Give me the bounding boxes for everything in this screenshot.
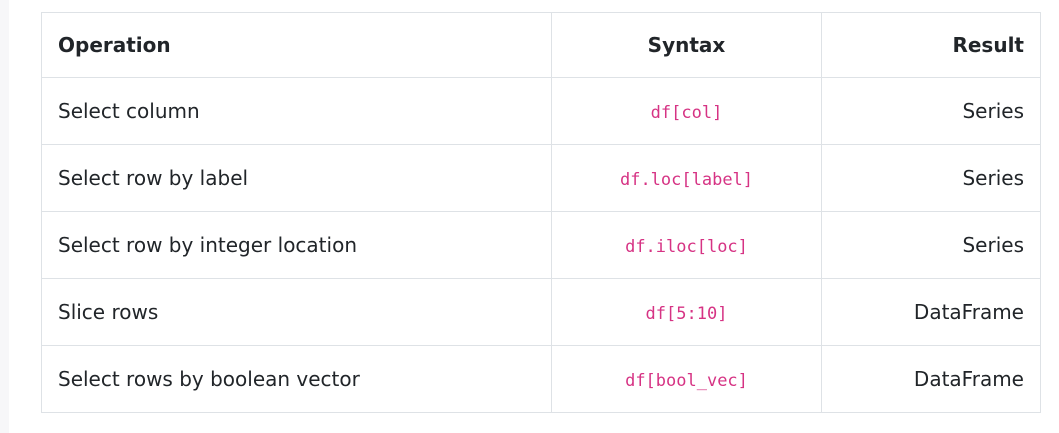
cell-operation: Select column	[41, 77, 552, 145]
table-row: Select row by integer location df.iloc[l…	[41, 211, 1041, 279]
table-header: Operation Syntax Result	[41, 12, 1041, 78]
syntax-code: df[col]	[650, 103, 723, 123]
indexing-table: Operation Syntax Result Select column df…	[41, 12, 1041, 413]
header-syntax: Syntax	[551, 12, 822, 78]
cell-syntax: df[5:10]	[551, 278, 822, 346]
cell-result: Series	[821, 211, 1041, 279]
cell-result: DataFrame	[821, 278, 1041, 346]
page-margin-strip	[0, 0, 9, 433]
cell-result: DataFrame	[821, 345, 1041, 413]
table-body: Select column df[col] Series Select row …	[41, 77, 1041, 413]
table-row: Select column df[col] Series	[41, 77, 1041, 145]
cell-operation: Select rows by boolean vector	[41, 345, 552, 413]
indexing-table-container: Operation Syntax Result Select column df…	[41, 12, 1041, 413]
cell-syntax: df[bool_vec]	[551, 345, 822, 413]
cell-syntax: df.loc[label]	[551, 144, 822, 212]
cell-syntax: df[col]	[551, 77, 822, 145]
table-row: Select row by label df.loc[label] Series	[41, 144, 1041, 212]
syntax-code: df[bool_vec]	[625, 371, 748, 391]
table-row: Select rows by boolean vector df[bool_ve…	[41, 345, 1041, 413]
syntax-code: df.loc[label]	[619, 170, 754, 190]
cell-result: Series	[821, 77, 1041, 145]
cell-result: Series	[821, 144, 1041, 212]
cell-operation: Select row by integer location	[41, 211, 552, 279]
cell-operation: Slice rows	[41, 278, 552, 346]
table-row: Slice rows df[5:10] DataFrame	[41, 278, 1041, 346]
table-header-row: Operation Syntax Result	[41, 12, 1041, 78]
header-operation: Operation	[41, 12, 552, 78]
cell-syntax: df.iloc[loc]	[551, 211, 822, 279]
syntax-code: df[5:10]	[645, 304, 728, 324]
cell-operation: Select row by label	[41, 144, 552, 212]
header-result: Result	[821, 12, 1041, 78]
syntax-code: df.iloc[loc]	[625, 237, 748, 257]
